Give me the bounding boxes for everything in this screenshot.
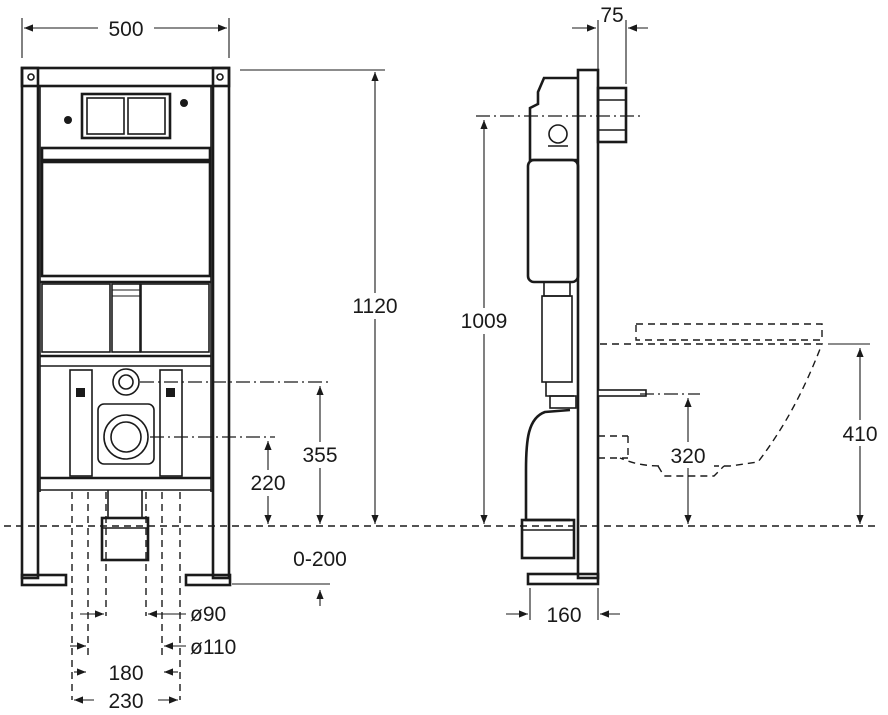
label-inlet-height: 355 xyxy=(302,444,337,467)
dim-bowl-height: 410 xyxy=(828,343,886,524)
label-adjustment-range: 0-200 xyxy=(293,548,347,571)
flush-pipe xyxy=(111,283,141,353)
nut-icon xyxy=(166,388,175,397)
dim-foot-depth: 160 xyxy=(506,588,620,627)
flush-plate xyxy=(80,92,172,140)
right-foot xyxy=(184,573,232,587)
bolt-icon xyxy=(64,116,72,124)
label-bolt-spacing-inner: 180 xyxy=(108,662,143,685)
cistern-side xyxy=(528,76,578,162)
drain-pipe-side xyxy=(520,518,576,560)
wall-bracket xyxy=(596,86,628,144)
drain-pipe xyxy=(100,516,150,562)
dim-flush-height: 1009 xyxy=(452,115,644,524)
right-upright xyxy=(211,66,231,580)
label-bowl-outlet-height: 320 xyxy=(670,445,705,468)
label-flush-height: 1009 xyxy=(461,310,508,333)
dim-frame-depth: 75 xyxy=(572,4,648,84)
side-view xyxy=(520,68,647,586)
dim-adjustment-range: 0-200 xyxy=(232,548,347,606)
left-upright xyxy=(20,66,40,580)
flush-button-right xyxy=(127,97,166,135)
cistern-top xyxy=(40,146,212,162)
drain-bend-side xyxy=(524,408,571,522)
dim-outlet-height: 220 xyxy=(150,436,296,524)
flush-pipe-side xyxy=(541,295,573,383)
label-pipe-small: ø90 xyxy=(190,603,226,626)
left-foot xyxy=(20,573,68,587)
label-frame-height: 1120 xyxy=(352,295,397,318)
label-frame-depth: 75 xyxy=(600,4,623,27)
label-frame-width: 500 xyxy=(108,18,143,41)
cistern-body-side xyxy=(526,158,580,284)
label-pipe-large: ø110 xyxy=(190,636,236,659)
label-bowl-height: 410 xyxy=(842,423,877,446)
bolt-icon xyxy=(180,99,188,107)
flush-button-left xyxy=(86,97,125,135)
label-outlet-height: 220 xyxy=(250,472,285,495)
nut-icon xyxy=(76,388,85,397)
side-upright xyxy=(576,68,600,580)
front-view xyxy=(20,66,232,587)
dim-bolt-spacing: 180 230 xyxy=(71,492,181,713)
water-inlet xyxy=(112,368,140,396)
dim-inlet-height: 355 xyxy=(140,381,346,524)
dim-frame-width: 500 xyxy=(21,15,230,58)
top-bar xyxy=(20,66,231,88)
mount-hole-icon xyxy=(216,73,224,81)
dim-bowl-outlet-height: 320 xyxy=(640,393,714,524)
dim-frame-height: 1120 xyxy=(240,69,407,524)
label-bolt-spacing-outer: 230 xyxy=(108,690,143,713)
mount-hole-icon xyxy=(27,73,35,81)
cistern xyxy=(40,160,212,278)
label-foot-depth: 160 xyxy=(546,604,581,627)
